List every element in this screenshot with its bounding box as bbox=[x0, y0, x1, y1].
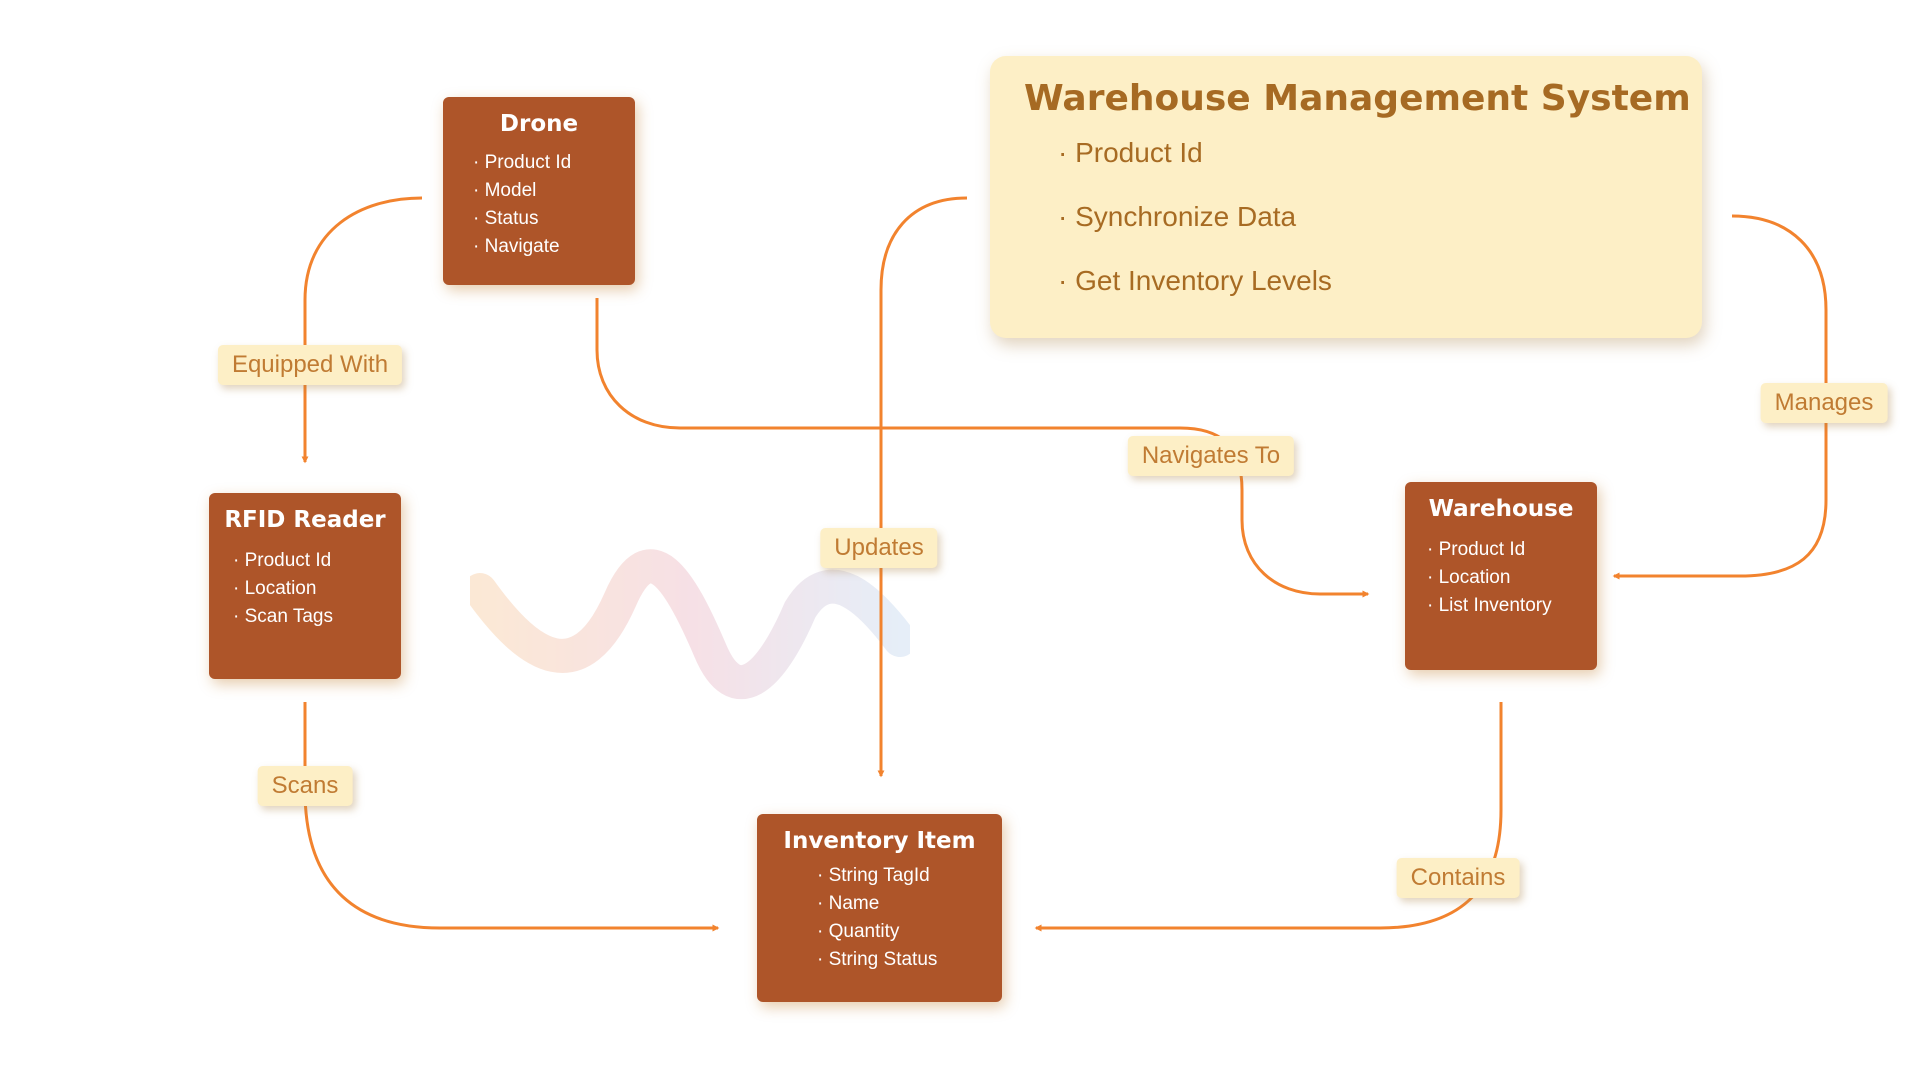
warehouse-item: Location bbox=[1427, 564, 1597, 592]
warehouse-item: List Inventory bbox=[1427, 592, 1597, 620]
label-navigates-to: Navigates To bbox=[1127, 436, 1295, 476]
drone-items: Product Id Model Status Navigate bbox=[473, 149, 635, 261]
warehouse-title: Warehouse bbox=[1428, 496, 1574, 522]
label-scans: Scans bbox=[257, 766, 353, 806]
edge-manages bbox=[1612, 214, 1828, 580]
label-contains: Contains bbox=[1396, 858, 1520, 898]
edge-scans bbox=[303, 702, 720, 932]
wms-item: Synchronize Data bbox=[1058, 197, 1702, 261]
inventory-item-item: Name bbox=[817, 890, 1002, 918]
label-updates: Updates bbox=[820, 528, 938, 568]
drone-item: Status bbox=[473, 205, 635, 233]
wms-item: Product Id bbox=[1058, 133, 1702, 197]
drone-title: Drone bbox=[499, 111, 579, 137]
edge-updates bbox=[877, 196, 968, 778]
rfid-reader-item: Location bbox=[233, 575, 401, 603]
node-rfid-reader: RFID Reader Product Id Location Scan Tag… bbox=[209, 493, 401, 679]
wms-item: Get Inventory Levels bbox=[1058, 261, 1702, 325]
inventory-item-items: String TagId Name Quantity String Status bbox=[817, 862, 1002, 974]
warehouse-items: Product Id Location List Inventory bbox=[1427, 536, 1597, 620]
wms-items: Product Id Synchronize Data Get Inventor… bbox=[1058, 133, 1702, 325]
node-drone: Drone Product Id Model Status Navigate bbox=[443, 97, 635, 285]
inventory-item-title: Inventory Item bbox=[783, 828, 976, 854]
label-equipped-with: Equipped With bbox=[217, 345, 403, 385]
node-warehouse: Warehouse Product Id Location List Inven… bbox=[1405, 482, 1597, 670]
rfid-reader-item: Scan Tags bbox=[233, 603, 401, 631]
drone-item: Model bbox=[473, 177, 635, 205]
warehouse-item: Product Id bbox=[1427, 536, 1597, 564]
label-manages: Manages bbox=[1760, 383, 1888, 423]
wms-title: Warehouse Management System bbox=[1024, 78, 1691, 119]
inventory-item-item: Quantity bbox=[817, 918, 1002, 946]
edge-equipped-with bbox=[301, 196, 423, 464]
drone-item: Navigate bbox=[473, 233, 635, 261]
node-inventory-item: Inventory Item String TagId Name Quantit… bbox=[757, 814, 1002, 1002]
rfid-reader-items: Product Id Location Scan Tags bbox=[233, 547, 401, 631]
node-warehouse-management-system: Warehouse Management System Product Id S… bbox=[990, 56, 1702, 338]
rfid-reader-item: Product Id bbox=[233, 547, 401, 575]
drone-item: Product Id bbox=[473, 149, 635, 177]
rfid-reader-title: RFID Reader bbox=[224, 507, 386, 533]
inventory-item-item: String Status bbox=[817, 946, 1002, 974]
inventory-item-item: String TagId bbox=[817, 862, 1002, 890]
watermark-logo bbox=[470, 549, 910, 700]
edge-contains bbox=[1034, 702, 1503, 932]
